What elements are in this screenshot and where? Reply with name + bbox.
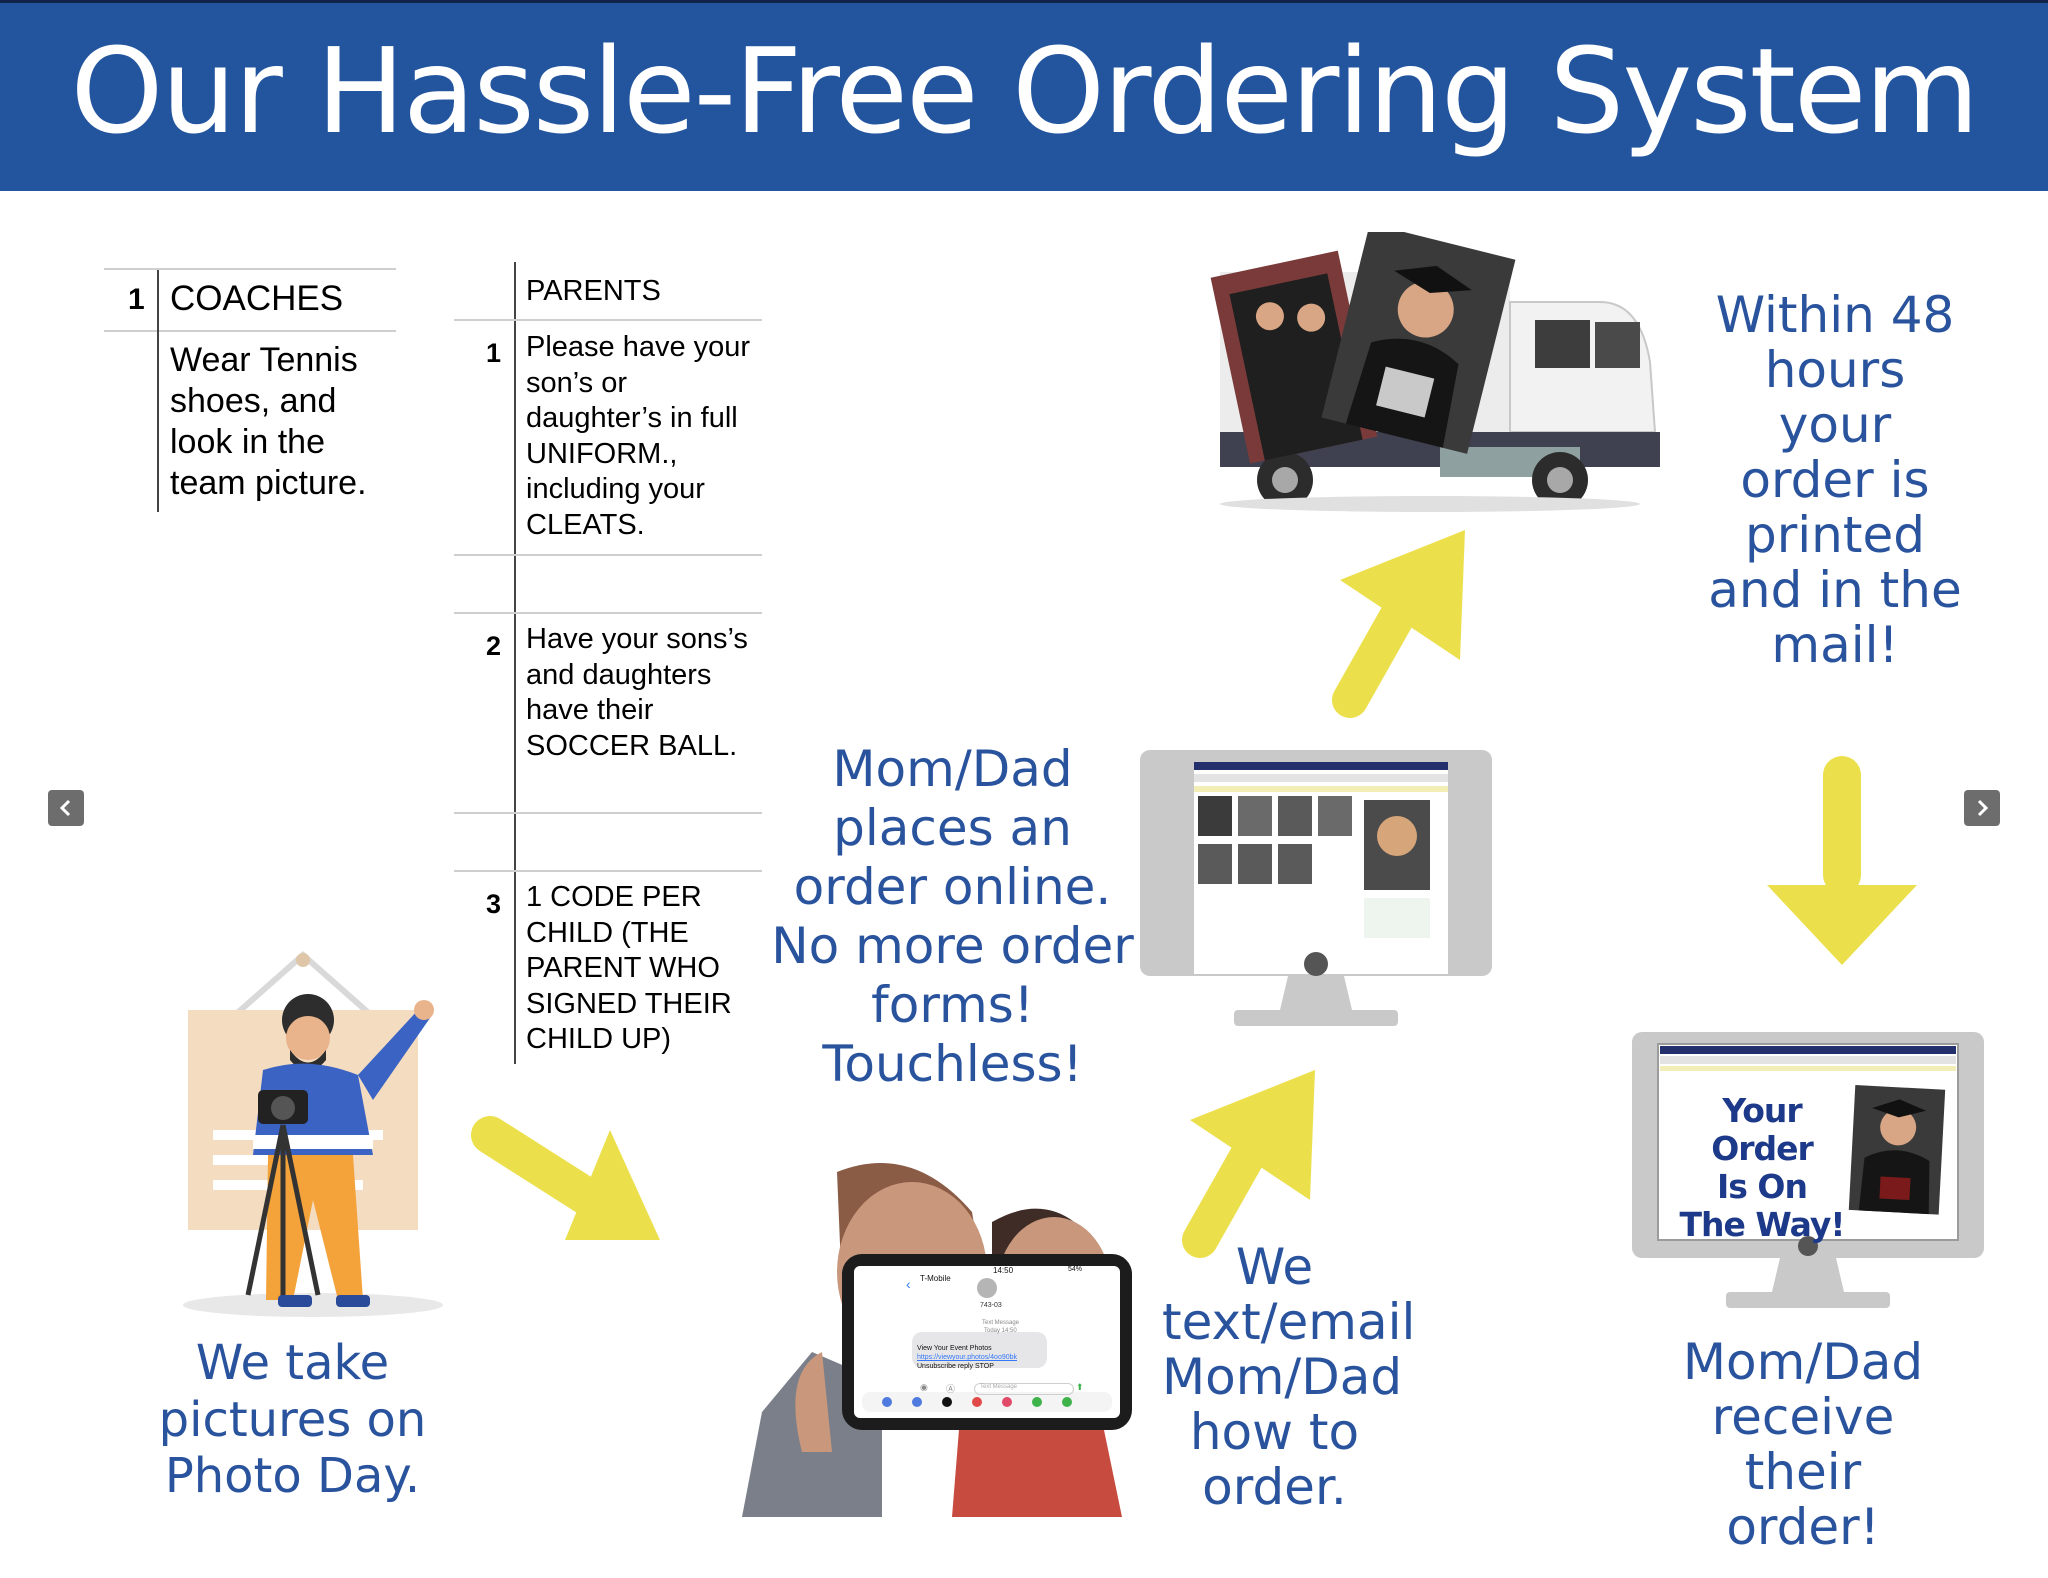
divider xyxy=(104,268,396,270)
phone-thread-time: Today 14:50 xyxy=(984,1328,1017,1334)
page-title: Our Hassle-Free Ordering System xyxy=(70,22,1980,160)
carousel-next-button[interactable] xyxy=(1964,790,2000,826)
coaches-table: 1 COACHES Wear Tennis shoes, and look in… xyxy=(104,268,396,513)
phone-message-link[interactable]: https://viewyour.photos/4oo90bk xyxy=(917,1354,1018,1361)
divider xyxy=(454,554,762,556)
step-receive-caption: Mom/Dad receive their order! xyxy=(1682,1333,1924,1556)
arrow-right-down-icon xyxy=(471,1116,660,1240)
divider xyxy=(454,870,762,872)
photographer-illustration xyxy=(183,950,443,1317)
promo-line: Is On xyxy=(1717,1167,1808,1206)
camera-icon[interactable]: ◉ xyxy=(920,1382,928,1392)
parents-table: PARENTS 1 Please have your son’s or daug… xyxy=(454,262,762,1064)
promo-line: Your Order xyxy=(1711,1091,1814,1168)
couple-with-phone-illustration xyxy=(742,1163,1132,1517)
parents-item-number: 1 xyxy=(486,338,502,368)
phone-message-bubble: View Your Event Photos https://viewyour.… xyxy=(917,1344,1045,1371)
header-banner: Our Hassle-Free Ordering System xyxy=(0,0,2048,191)
coaches-text: Wear Tennis shoes, and look in the team … xyxy=(170,341,367,502)
parents-heading: PARENTS xyxy=(526,275,661,307)
parents-item-text: 1 CODE PER CHILD (THE PARENT WHO SIGNED … xyxy=(526,881,732,1055)
monitor-order-confirmation xyxy=(1632,1032,1984,1308)
divider xyxy=(104,330,396,332)
divider xyxy=(454,319,762,321)
step-printed-caption: Within 48 hours your order is printed an… xyxy=(1708,286,1962,674)
chevron-right-icon xyxy=(1977,799,1989,817)
delivery-truck-illustration xyxy=(1210,232,1660,512)
promo-text: Your Order Is On The Way! xyxy=(1668,1092,1856,1244)
send-icon[interactable]: ⬆ xyxy=(1076,1382,1084,1392)
phone-thread-label: Text Message xyxy=(982,1320,1020,1326)
phone-time: 14:50 xyxy=(993,1266,1014,1275)
phone-message-title: View Your Event Photos xyxy=(917,1345,992,1352)
parents-item-text: Please have your son’s or daughter’s in … xyxy=(526,331,751,541)
coaches-heading: COACHES xyxy=(170,279,344,318)
phone-battery: 54% xyxy=(1068,1266,1083,1273)
phone-contact: 743-03 xyxy=(980,1302,1002,1309)
parents-item-number: 3 xyxy=(486,889,502,919)
divider xyxy=(157,270,159,512)
message-input[interactable]: Text Message xyxy=(974,1383,1074,1395)
parents-item-text: Have your sons’s and daughters have thei… xyxy=(526,623,748,762)
coaches-number: 1 xyxy=(128,283,145,316)
arrow-down-icon xyxy=(1767,756,1917,965)
arrow-up-right-icon xyxy=(1182,1070,1315,1258)
phone-carrier: T-Mobile xyxy=(920,1274,951,1283)
step-text-email-caption: We text/email Mom/Dad how to order. xyxy=(1162,1238,1416,1516)
divider xyxy=(514,262,516,1064)
divider xyxy=(454,812,762,814)
carousel-prev-button[interactable] xyxy=(48,790,84,826)
monitor-ordering-site xyxy=(1140,750,1492,1026)
apps-icon[interactable]: Ⓐ xyxy=(946,1384,956,1394)
parents-item-number: 2 xyxy=(486,631,502,661)
chevron-left-icon xyxy=(59,799,71,817)
phone-message-footer: Unsubscribe reply STOP xyxy=(917,1363,994,1370)
arrow-up-right-icon xyxy=(1332,530,1465,718)
promo-line: The Way! xyxy=(1679,1205,1846,1244)
step-online-order-caption: Mom/Dad places an order online. No more … xyxy=(771,740,1134,1093)
divider xyxy=(454,612,762,614)
back-icon[interactable]: ‹ xyxy=(906,1276,911,1292)
phone-status-bar: T-Mobile xyxy=(920,1268,1030,1283)
step-photo-day-caption: We take pictures on Photo Day. xyxy=(158,1335,427,1505)
